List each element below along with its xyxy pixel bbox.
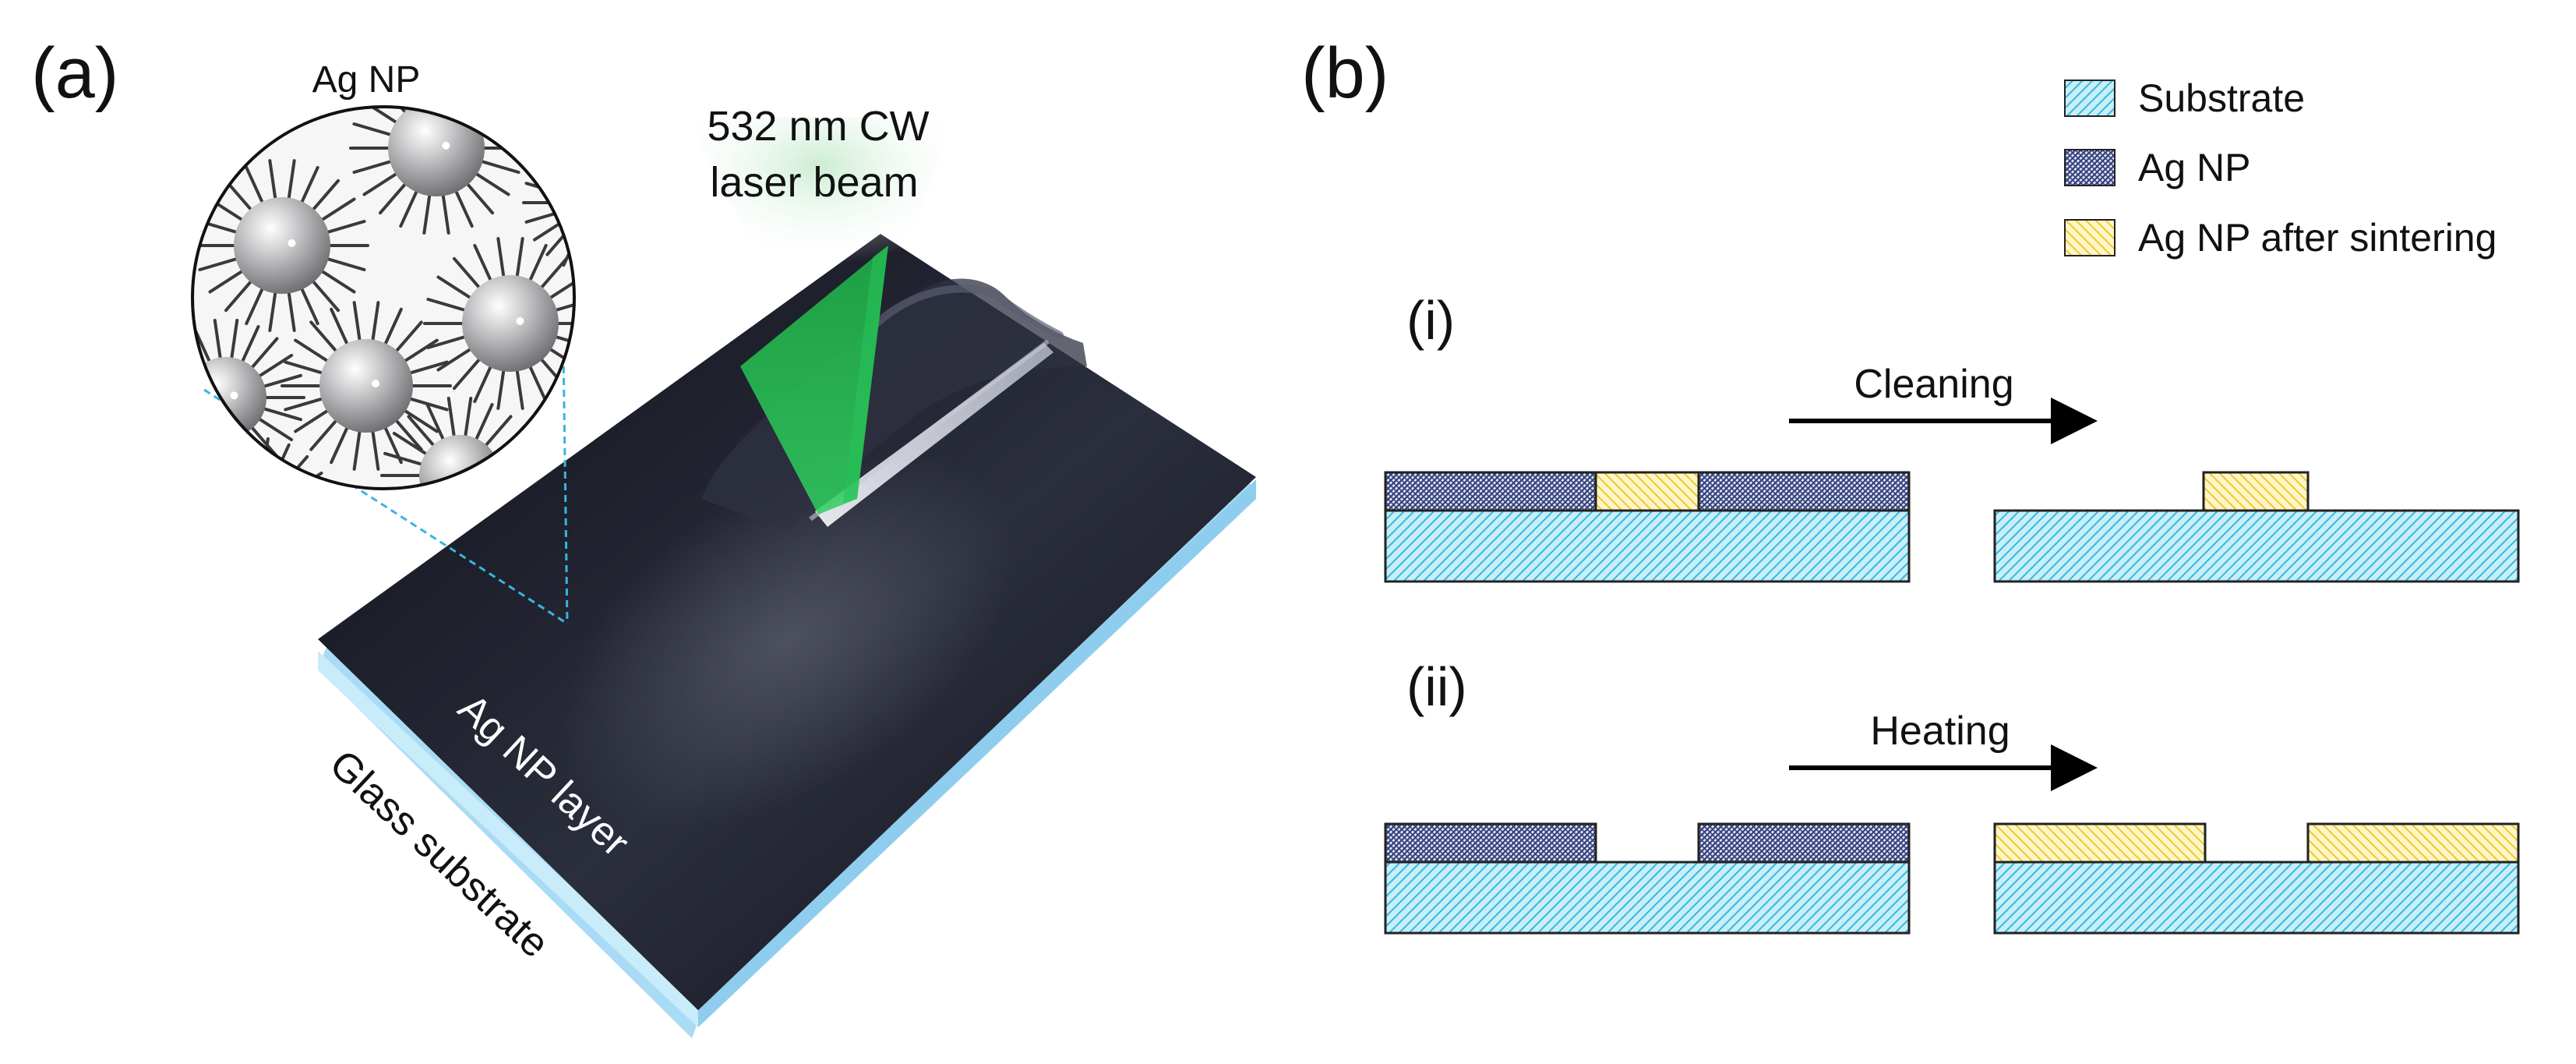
ag-np-inset [191,105,576,490]
ag-np-film [1697,822,1911,864]
legend: Substrate Ag NP Ag NP after sintering [2064,76,2497,260]
panel-b: (b) Substrate Ag NP Ag NP after sinterin… [1301,34,2520,935]
ag-np-film [1384,471,1597,512]
sintered-line [815,343,1053,527]
legend-swatch-sintered [2064,219,2115,256]
ag-np-sintered [1594,471,1700,512]
panel-a: (a) 532 nm CW laser beam Ag NP [31,34,1256,1038]
panel-a-label: (a) [31,34,118,113]
nanoparticle [195,159,369,332]
laser-label-line1: 532 nm CW [707,103,929,150]
nanoparticle [423,237,574,410]
row-cleaning: (i) Cleaning [1384,290,2520,583]
laser-label-line2: laser beam [710,159,918,206]
row-label-ii: (ii) [1406,656,1467,717]
legend-swatch-ag-np [2064,149,2115,186]
inset-title: Ag NP [312,59,421,101]
substrate [1993,509,2520,583]
panel-b-label: (b) [1301,34,1389,113]
substrate [1384,509,1911,583]
process-label-cleaning: Cleaning [1854,362,2013,407]
substrate [1384,861,1911,935]
ag-np-sintered [1993,822,2207,864]
legend-label-ag-np: Ag NP [2138,146,2251,189]
substrate [1993,861,2520,935]
legend-swatch-substrate [2064,80,2115,117]
ag-np-film [1384,822,1597,864]
nanoparticle [281,301,452,471]
legend-label-sintered: Ag NP after sintering [2138,216,2497,260]
row-label-i: (i) [1406,290,1455,351]
process-label-heating: Heating [1870,709,2010,754]
ag-np-film [1697,471,1911,512]
ag-np-sintered [2202,471,2310,512]
row-heating: (ii) Heating [1384,656,2520,935]
legend-label-substrate: Substrate [2138,76,2305,120]
zoom-line [561,295,569,624]
ag-np-sintered [2306,822,2520,864]
